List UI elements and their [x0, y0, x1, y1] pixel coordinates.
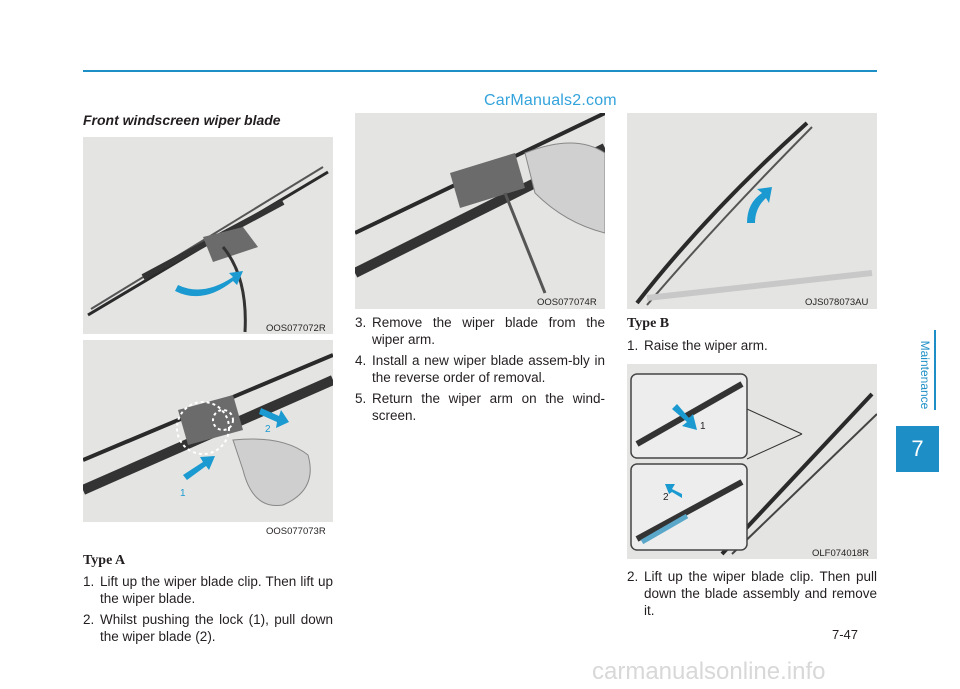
wiper-illustration-5	[630, 373, 877, 556]
chapter-number: 7	[896, 426, 939, 472]
page-number: 7-47	[832, 627, 859, 642]
figure-wiper-lock-pull: 1 2	[83, 340, 333, 522]
side-tab-rule	[934, 330, 936, 410]
figure-code-1: OOS077072R	[266, 323, 326, 334]
step-item: 2.Whilst pushing the lock (1), pull down…	[83, 612, 333, 644]
callout-2: 2	[663, 492, 669, 503]
top-rule	[83, 70, 877, 72]
figure-code-5: OLF074018R	[812, 548, 870, 559]
type-b-heading: Type B	[627, 316, 670, 331]
chapter-label: Maintenance	[918, 340, 932, 410]
step-item: 1.Raise the wiper arm.	[627, 338, 768, 353]
figure-blade-clip-detail: 1 2	[627, 364, 877, 559]
callout-1: 1	[180, 488, 186, 499]
type-a-heading: Type A	[83, 553, 126, 568]
wiper-illustration-4	[635, 121, 873, 306]
arrow-icon	[259, 408, 289, 428]
wiper-illustration-3	[355, 113, 605, 294]
step-item: 2.Lift up the wiper blade clip. Then pul…	[627, 569, 877, 618]
figure-code-2: OOS077073R	[266, 526, 326, 537]
figure-wiper-arm-clip	[83, 137, 333, 334]
figure-code-4: OJS078073AU	[805, 297, 869, 308]
watermark-bottom: carmanualsonline.info	[592, 658, 826, 685]
step-item: 5.Return the wiper arm on the wind-scree…	[355, 391, 605, 423]
watermark-top: CarManuals2.com	[484, 92, 617, 109]
figure-remove-blade	[355, 113, 605, 309]
callout-1: 1	[700, 421, 706, 432]
wiper-illustration-1	[87, 166, 329, 333]
step-item: 1.Lift up the wiper blade clip. Then lif…	[83, 574, 333, 606]
arrow-icon	[747, 187, 772, 223]
arrow-icon	[183, 456, 215, 480]
arrow-icon	[672, 404, 697, 430]
figure-code-3: OOS077074R	[537, 297, 597, 308]
type-b-step-1: 1.Raise the wiper arm.	[627, 337, 877, 358]
type-b-step-2: 2.Lift up the wiper blade clip. Then pul…	[627, 568, 877, 623]
arrow-icon	[665, 484, 682, 498]
callout-2: 2	[265, 424, 271, 435]
step-item: 4.Install a new wiper blade assem-bly in…	[355, 353, 605, 385]
wiper-illustration-2	[83, 353, 333, 507]
arrow-icon	[175, 271, 243, 297]
middle-steps: 3.Remove the wiper blade from the wiper …	[355, 314, 605, 428]
section-title: Front windscreen wiper blade	[83, 112, 281, 128]
figure-raise-arm	[627, 113, 877, 309]
step-item: 3.Remove the wiper blade from the wiper …	[355, 315, 605, 347]
type-a-steps: 1.Lift up the wiper blade clip. Then lif…	[83, 573, 333, 649]
